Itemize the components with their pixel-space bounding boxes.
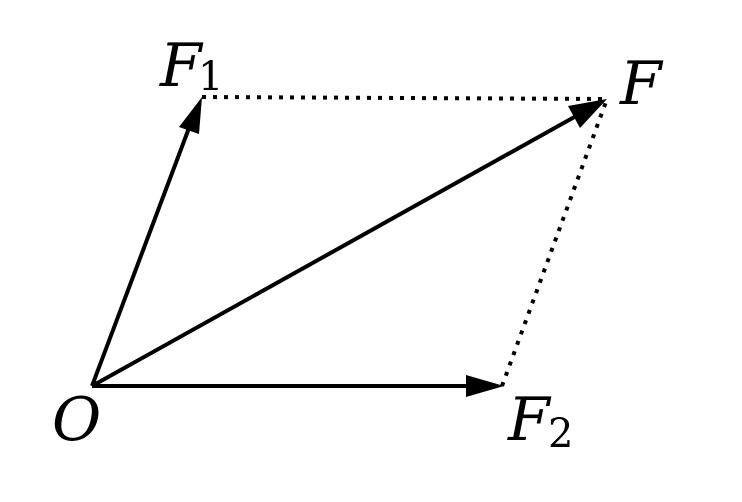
label-resultant-f: F — [619, 49, 664, 119]
label-f1: F — [159, 31, 204, 101]
label-f2: F — [507, 385, 552, 455]
vector-f2-arrowhead — [466, 375, 504, 397]
label-origin: O — [52, 385, 101, 455]
vector-f-shaft — [91, 113, 579, 388]
label-f2-subscript: 2 — [548, 411, 573, 457]
vector-f1-arrowhead — [179, 97, 202, 134]
label-f1-subscript: 1 — [198, 54, 223, 100]
vector-f1-shaft — [90, 127, 191, 387]
dotted-line-f1-to-f — [201, 95, 608, 101]
dotted-line-f2-to-f — [500, 98, 609, 387]
vector-f-arrowhead — [568, 99, 607, 128]
